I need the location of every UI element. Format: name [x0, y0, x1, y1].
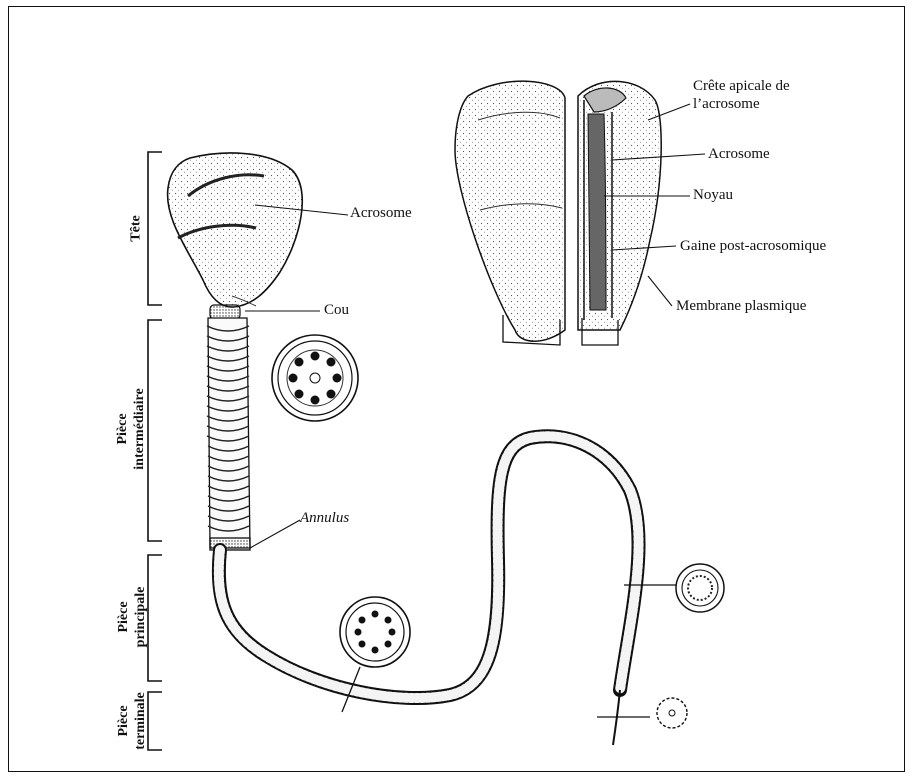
- cross-section-terminal: [597, 698, 687, 728]
- region-brackets: [148, 152, 162, 750]
- label-membrane: Membrane plasmique: [676, 298, 806, 315]
- region-label-principale: Pièce principale: [115, 567, 149, 667]
- sperm-neck: [210, 305, 240, 319]
- cross-section-midpiece: [272, 335, 358, 421]
- label-gaine: Gaine post-acrosomique: [680, 238, 826, 255]
- bracket-tete: [148, 152, 162, 305]
- label-crete-line2: l’acrosome: [693, 96, 760, 113]
- sperm-head: [168, 153, 303, 307]
- midpiece: [207, 318, 250, 550]
- label-noyau: Noyau: [693, 187, 733, 204]
- label-crete-line1: Crête apicale de: [693, 78, 790, 95]
- label-annulus: Annulus: [300, 510, 349, 527]
- region-label-terminale: Pièce terminale: [115, 671, 149, 771]
- tail: [219, 436, 639, 745]
- head-detail-right: [578, 81, 661, 345]
- head-detail-left: [455, 81, 565, 345]
- region-label-intermediaire: Pièce intermédiaire: [114, 374, 148, 484]
- bracket-principale: [148, 555, 162, 681]
- region-label-tete: Tête: [128, 189, 145, 269]
- label-acrosome-detail: Acrosome: [708, 146, 770, 163]
- bracket-intermediaire: [148, 320, 162, 541]
- nucleus: [588, 114, 606, 310]
- label-acrosome-main: Acrosome: [350, 205, 412, 222]
- bracket-terminale: [148, 692, 162, 750]
- label-cou: Cou: [324, 302, 349, 319]
